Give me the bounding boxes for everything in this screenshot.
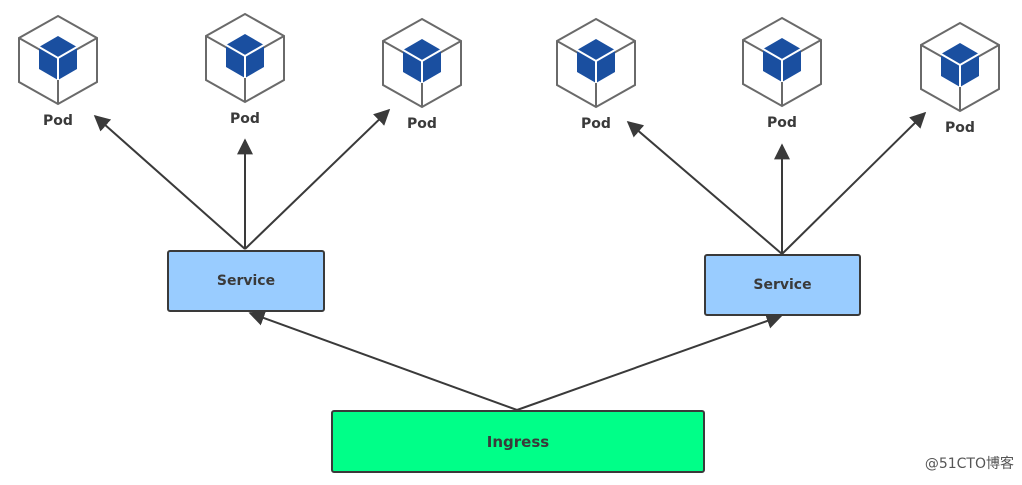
pod-cube-icon <box>205 12 285 104</box>
edge-service-2-pod-6 <box>781 111 927 255</box>
pod-node-4: Pod <box>551 15 641 135</box>
pod-node-3: Pod <box>377 15 467 135</box>
edge-ingress-service-2 <box>516 313 783 411</box>
ingress-node: Ingress <box>331 410 705 473</box>
pod-node-6: Pod <box>915 19 1005 139</box>
pod-cube-icon <box>920 21 1000 113</box>
pod-cube-icon <box>742 16 822 108</box>
edge-service-1-pod-3 <box>244 108 391 250</box>
pod-node-1: Pod <box>13 12 103 132</box>
pod-cube-icon <box>18 14 98 106</box>
pod-label: Pod <box>581 116 611 132</box>
service-node-2: Service <box>704 254 861 316</box>
pod-label: Pod <box>230 111 260 127</box>
service-label: Service <box>216 273 276 289</box>
pod-node-5: Pod <box>737 14 827 134</box>
pod-cube-icon <box>556 17 636 109</box>
pod-label: Pod <box>945 120 975 136</box>
watermark-text: @51CTO博客 <box>924 456 1014 472</box>
edge-ingress-service-1 <box>248 310 518 411</box>
service-label: Service <box>753 277 812 293</box>
pod-label: Pod <box>407 116 437 132</box>
service-node-1: Service <box>167 250 325 312</box>
edge-service-1-pod-1 <box>93 114 246 250</box>
ingress-label: Ingress <box>486 432 550 451</box>
pod-label: Pod <box>767 115 797 131</box>
pod-cube-icon <box>382 17 462 109</box>
pod-node-2: Pod <box>200 10 290 130</box>
edge-service-2-pod-4 <box>626 120 783 255</box>
pod-label: Pod <box>43 113 73 129</box>
